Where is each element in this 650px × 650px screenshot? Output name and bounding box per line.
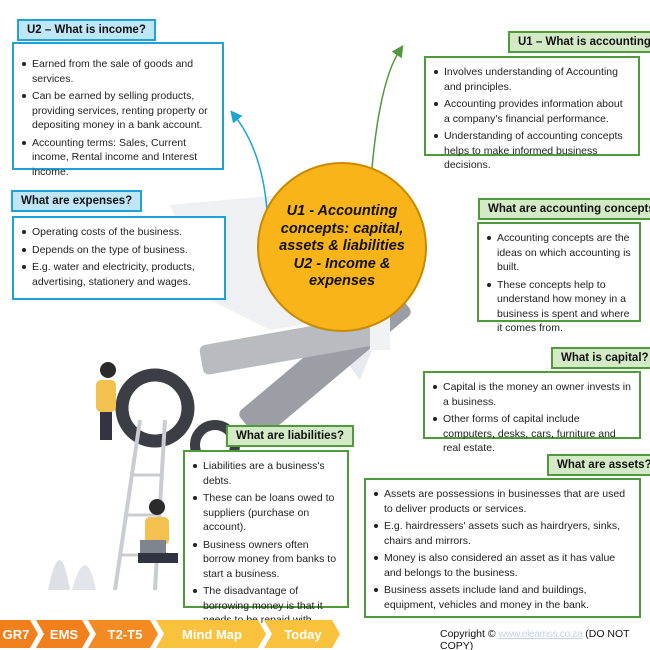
arrow-to-income [230, 110, 268, 211]
income-item: Earned from the sale of goods and servic… [22, 57, 214, 86]
assets-item: E.g. hairdressers' assets such as hairdr… [374, 519, 631, 548]
central-line-5: expenses [308, 273, 376, 290]
person-body [96, 380, 116, 412]
accounting-item: Accounting provides information about a … [434, 97, 630, 126]
expenses-item: E.g. water and electricity, products, ad… [22, 260, 216, 289]
liabilities-item: These can be loans owed to suppliers (pu… [193, 491, 339, 535]
central-line-1: U1 - Accounting [286, 203, 398, 220]
concepts-item: These concepts help to understand how mo… [487, 278, 631, 336]
crumb-subject[interactable]: EMS [49, 626, 79, 642]
person-head [100, 362, 116, 378]
crumb-mind-map[interactable]: Mind Map [182, 626, 242, 642]
central-line-4: U2 - Income & [293, 255, 391, 272]
liabilities-title: What are liabilities? [226, 425, 354, 447]
arrow-to-accounting [371, 45, 404, 169]
plant-leaf [48, 560, 70, 590]
assets-card: Assets are possessions in businesses tha… [364, 478, 641, 618]
central-topic-text: U1 - Accounting concepts: capital, asset… [279, 203, 405, 291]
income-card: Earned from the sale of goods and servic… [12, 42, 224, 178]
concepts-item: Accounting concepts are the ideas on whi… [487, 231, 631, 275]
accounting-item: Involves understanding of Accounting and… [434, 65, 630, 94]
scissor-handle [115, 368, 195, 448]
concepts-title: What are accounting concepts? [478, 198, 650, 220]
income-title: U2 – What is income? [17, 19, 156, 41]
liabilities-item: Business owners often borrow money from … [193, 538, 339, 582]
crumb-term[interactable]: T2-T5 [107, 626, 143, 642]
capital-card: Capital is the money an owner invests in… [423, 371, 641, 454]
copyright-prefix: Copyright © [440, 628, 496, 640]
income-item: Can be earned by selling products, provi… [22, 89, 214, 133]
crumb-today[interactable]: Today [284, 626, 322, 642]
assets-title: What are assets? [547, 454, 650, 476]
accounting-title: U1 – What is accounting? [508, 31, 650, 53]
copyright-suffix: (DO NOT COPY) [440, 628, 630, 650]
central-line-2: concepts: capital, [280, 220, 404, 237]
copyright-notice: Copyright © www.elearnss.co.za (DO NOT C… [440, 628, 650, 650]
accounting-item: Understanding of accounting concepts hel… [434, 129, 630, 173]
assets-item: Assets are possessions in businesses tha… [374, 487, 631, 516]
liabilities-card: Liabilities are a business's debts. Thes… [183, 450, 349, 641]
capital-item: Other forms of capital include computers… [433, 412, 631, 456]
accounting-card: Involves understanding of Accounting and… [424, 56, 640, 171]
expenses-item: Depends on the type of business. [22, 243, 216, 258]
capital-title: What is capital? [551, 347, 650, 369]
capital-item: Capital is the money an owner invests in… [433, 380, 631, 409]
copyright-link[interactable]: www.elearnss.co.za [498, 628, 583, 640]
liabilities-item: Liabilities are a business's debts. [193, 459, 339, 488]
person-2-head [149, 499, 165, 515]
laptop-icon [140, 540, 166, 556]
concepts-card: Accounting concepts are the ideas on whi… [477, 222, 641, 334]
expenses-card: Operating costs of the business. Depends… [12, 216, 226, 300]
assets-item: Business assets include land and buildin… [374, 583, 631, 612]
expenses-title: What are expenses? [11, 190, 143, 212]
central-line-3: assets & liabilities [279, 238, 405, 255]
central-topic: U1 - Accounting concepts: capital, asset… [257, 162, 427, 332]
crumb-grade[interactable]: GR7 [2, 626, 30, 642]
expenses-item: Operating costs of the business. [22, 225, 216, 240]
assets-item: Money is also considered an asset as it … [374, 551, 631, 580]
income-item: Accounting terms: Sales, Current income,… [22, 136, 214, 180]
